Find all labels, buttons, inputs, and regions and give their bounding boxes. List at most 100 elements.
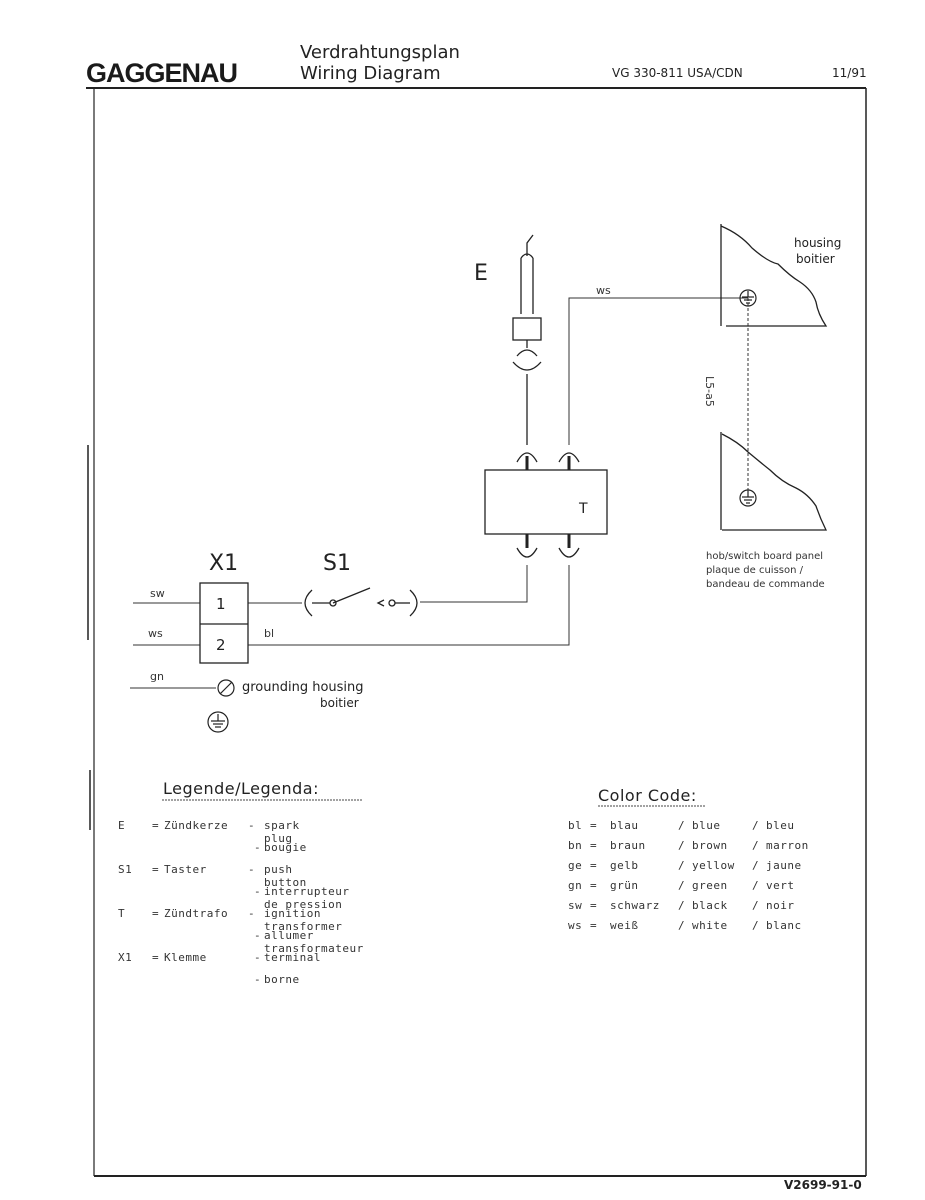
color-eq: = [590, 839, 598, 852]
color-de: braun [610, 839, 646, 852]
color-abbr: gn [568, 879, 583, 892]
color-fr: marron [766, 839, 809, 852]
color-slash: / [752, 879, 760, 892]
ignition-transformer [484, 452, 608, 558]
color-en: black [692, 899, 728, 912]
grounding-label: grounding housing [242, 680, 364, 695]
legend-text: bougie [264, 841, 307, 854]
terminal-1-label: 1 [216, 595, 226, 613]
title-german: Verdrahtungsplan [300, 42, 460, 63]
terminal-block-label: X1 [209, 551, 239, 576]
color-abbr: bn [568, 839, 583, 852]
legend-abbr: X1 [118, 951, 133, 964]
legend-dash: - [254, 951, 262, 964]
document-number: VG 330-811 USA/CDN [612, 66, 743, 80]
color-fr: jaune [766, 859, 802, 872]
color-en: white [692, 919, 728, 932]
housing-outline [720, 224, 828, 531]
wire-gn-label: gn [150, 670, 164, 683]
wire-bl-label: bl [264, 627, 275, 640]
housing-label: housing [794, 236, 842, 250]
legend-de: Zündtrafo [164, 907, 229, 920]
legend-text: borne [264, 973, 300, 986]
color-eq: = [590, 819, 598, 832]
legend-dash: - [248, 907, 256, 920]
color-code-heading: Color Code: [598, 786, 697, 805]
transformer-label: T [579, 501, 588, 517]
wire-sw-label: sw [150, 587, 165, 600]
legend-text: terminal [264, 951, 321, 964]
spark-plug-electrode [512, 234, 542, 445]
color-slash: / [678, 919, 686, 932]
color-de: blau [610, 819, 639, 832]
panel-label-3: bandeau de commande [706, 579, 825, 590]
color-en: yellow [692, 859, 735, 872]
color-slash: / [752, 859, 760, 872]
color-slash: / [752, 899, 760, 912]
color-slash: / [752, 839, 760, 852]
ground-symbols [207, 289, 757, 733]
color-en: brown [692, 839, 728, 852]
drawing-code: V2699-91-0 [784, 1178, 862, 1192]
wires [130, 297, 749, 689]
legend-dash: - [248, 819, 256, 832]
legend-sep: = [152, 819, 160, 832]
color-abbr: ge [568, 859, 583, 872]
legend-sep: = [152, 951, 160, 964]
push-button-switch [304, 587, 418, 617]
legend-dash: - [248, 863, 256, 876]
legend-text: push button [264, 863, 307, 889]
legend-de: Taster [164, 863, 207, 876]
terminal-block-x1 [199, 582, 249, 664]
title-english: Wiring Diagram [300, 63, 441, 84]
color-en: blue [692, 819, 721, 832]
color-slash: / [678, 899, 686, 912]
color-fr: noir [766, 899, 795, 912]
legend-text: interrupteur de pression [264, 885, 350, 911]
distance-label: L5-a5 [703, 376, 716, 407]
legend-de: Klemme [164, 951, 207, 964]
legend-sep: = [152, 863, 160, 876]
color-slash: / [752, 819, 760, 832]
color-abbr: sw [568, 899, 583, 912]
color-fr: bleu [766, 819, 795, 832]
legend-abbr: T [118, 907, 126, 920]
electrode-label: E [474, 261, 488, 286]
legend-dash: - [254, 885, 262, 898]
color-de: grün [610, 879, 639, 892]
legend-abbr: E [118, 819, 126, 832]
color-eq: = [590, 899, 598, 912]
color-abbr: ws [568, 919, 583, 932]
housing-label-fr: boitier [796, 252, 835, 266]
legend-abbr: S1 [118, 863, 133, 876]
color-en: green [692, 879, 728, 892]
color-eq: = [590, 859, 598, 872]
color-slash: / [678, 859, 686, 872]
legend-dash: - [254, 973, 262, 986]
color-de: schwarz [610, 899, 660, 912]
legend-dash: - [254, 929, 262, 942]
page-frame [86, 87, 867, 1177]
document-date: 11/91 [832, 66, 867, 80]
terminal-2-label: 2 [216, 636, 226, 654]
color-eq: = [590, 879, 598, 892]
panel-label-1: hob/switch board panel [706, 551, 824, 562]
color-fr: blanc [766, 919, 802, 932]
legend-heading: Legende/Legenda: [163, 779, 319, 798]
switch-label: S1 [323, 551, 351, 576]
panel-label-2: plaque de cuisson / [706, 565, 803, 576]
wire-ws-label: ws [148, 627, 163, 640]
legend-text: spark plug [264, 819, 300, 845]
legend-text: ignition transformer [264, 907, 343, 933]
color-de: gelb [610, 859, 639, 872]
color-abbr: bl [568, 819, 583, 832]
color-de: weiß [610, 919, 639, 932]
color-eq: = [590, 919, 598, 932]
wire-ws-top-label: ws [596, 284, 611, 297]
grounding-label-fr: boitier [320, 696, 359, 710]
color-fr: vert [766, 879, 795, 892]
color-slash: / [752, 919, 760, 932]
brand-logo: GAGGENAU [86, 58, 238, 88]
color-slash: / [678, 819, 686, 832]
